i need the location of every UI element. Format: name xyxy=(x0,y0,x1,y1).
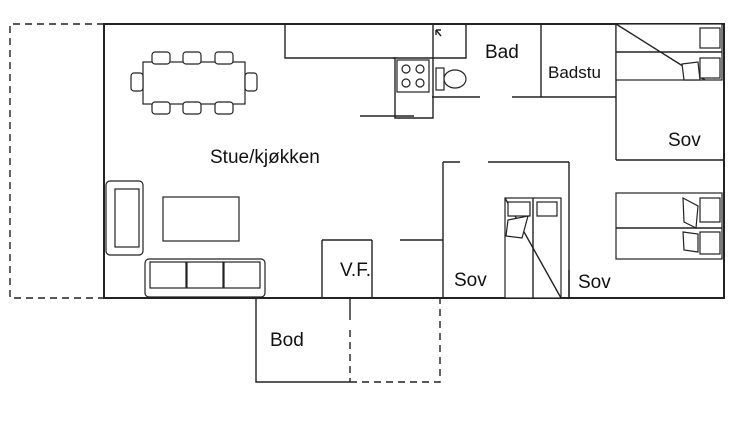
storage-outline xyxy=(255,298,441,383)
armchair xyxy=(105,180,144,256)
room-label-storage: Bod xyxy=(270,330,304,351)
bed-lower-right xyxy=(615,192,723,260)
room-label-bathroom: Bad xyxy=(485,42,519,63)
room-label-bedroom-right-lower: Sov xyxy=(578,272,611,293)
dining-table xyxy=(130,51,258,115)
exterior-walls xyxy=(103,23,725,299)
coffee-table xyxy=(162,196,240,242)
sofa xyxy=(144,258,266,298)
room-label-living-kitchen: Stue/kjøkken xyxy=(210,147,320,168)
counter-arrow xyxy=(435,29,442,37)
room-label-sauna: Badstu xyxy=(548,63,601,82)
bunk-bed xyxy=(504,197,562,299)
room-label-bedroom-middle: Sov xyxy=(454,270,487,291)
room-label-water-heater: V.F. xyxy=(340,260,371,281)
terrace-outline xyxy=(9,23,104,299)
interior-walls xyxy=(284,24,724,298)
stove xyxy=(396,59,430,93)
bed-upper-right xyxy=(615,23,723,81)
toilet xyxy=(435,67,467,91)
room-label-bedroom-right-upper: Sov xyxy=(668,130,701,151)
